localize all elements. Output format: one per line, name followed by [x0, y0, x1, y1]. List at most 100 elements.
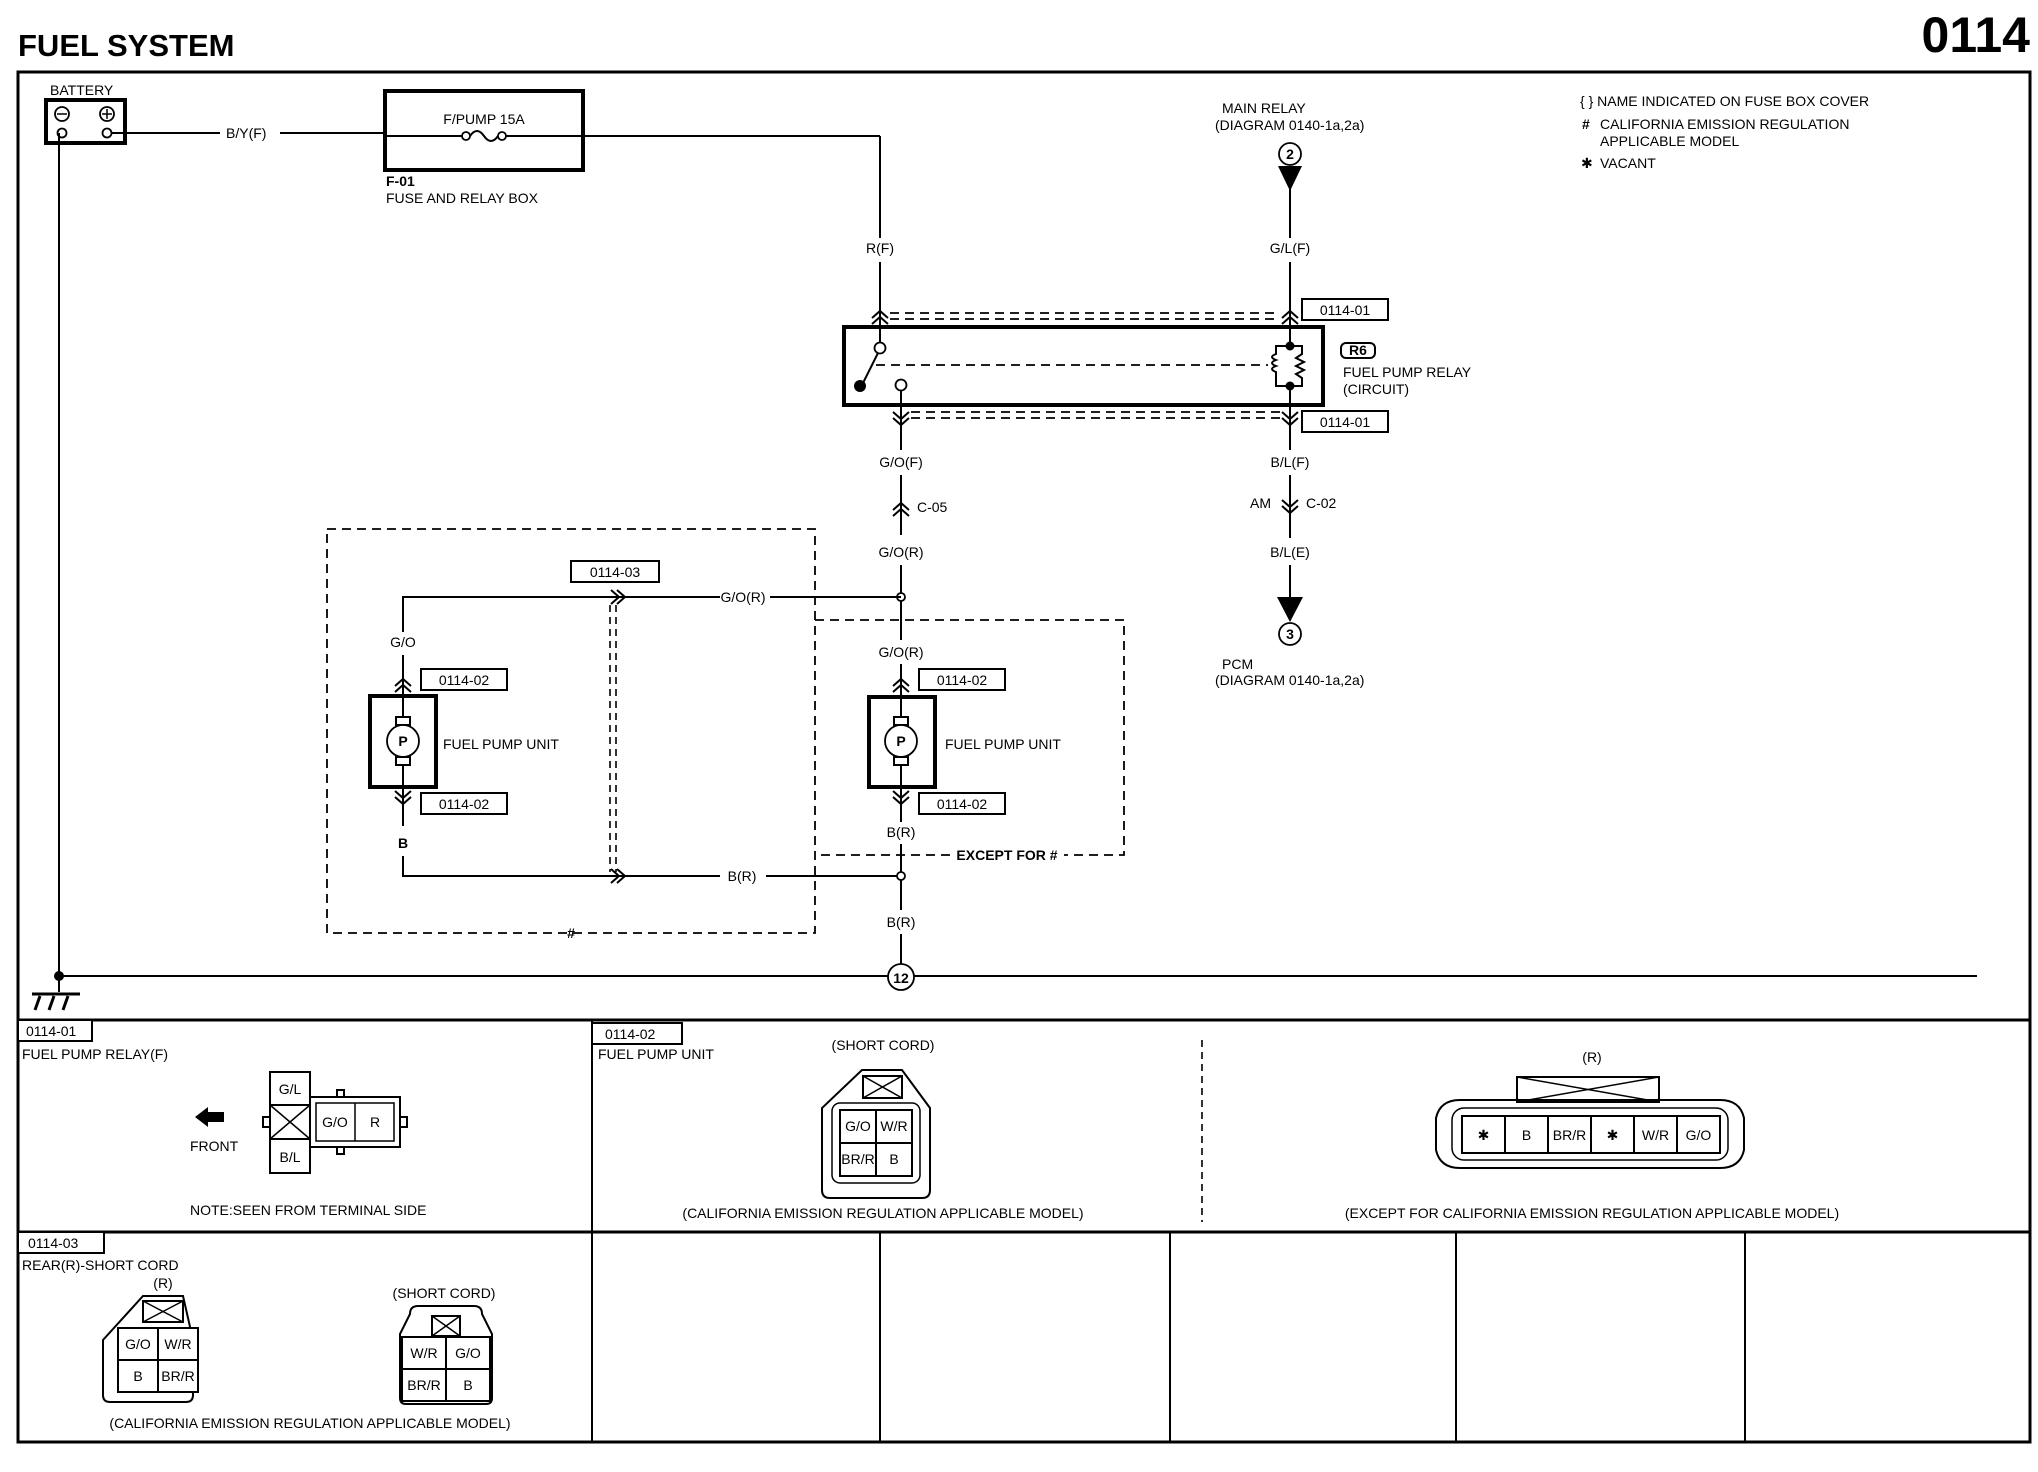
connector-c05-label: C-05 [917, 499, 948, 515]
latch-icon [336, 1089, 345, 1098]
connector-4pin-housing [399, 1305, 493, 1405]
connector-4pin-housing [102, 1295, 194, 1403]
connector-ref-0114-02-right-bottom[interactable] [918, 792, 1006, 815]
relay-contact-fixed [873, 341, 887, 355]
pin-cell [445, 1368, 491, 1402]
pump-name: FUEL PUMP UNIT [945, 736, 1061, 752]
pin-label: G/O [455, 1345, 481, 1361]
latch-icon [262, 1116, 271, 1128]
connector-c02-label: C-02 [1306, 495, 1337, 511]
pin-cell [839, 1109, 877, 1144]
california-group-mark: # [567, 925, 575, 941]
connector-chevron-icon [871, 309, 889, 325]
connector-ref-0114-03[interactable] [570, 560, 660, 583]
pin-cell [445, 1336, 491, 1370]
panel-0114-03: 0114-03 REAR(R)-SHORT CORD (R) G/O W/R B… [17, 1231, 511, 1431]
pin-cell [875, 1142, 913, 1177]
relay-code: R6 [1349, 342, 1367, 358]
wire-label-to-ground: B(R) [887, 914, 916, 930]
relay-frame [842, 325, 1325, 407]
rear-caption: (R) [1582, 1049, 1601, 1065]
connector-chevron-icon [394, 790, 412, 806]
pin-label: G/O [322, 1114, 348, 1130]
relay-code-badge [1340, 342, 1376, 359]
latch-icon [399, 1116, 408, 1128]
except-group-label: EXCEPT FOR # [956, 847, 1057, 863]
latch-icon [336, 1146, 345, 1155]
connector-ref-0114-01-bottom[interactable] [1301, 410, 1389, 433]
relay-name: FUEL PUMP RELAY [1343, 364, 1472, 380]
ground-terminal: 12 [893, 970, 909, 986]
main-relay-terminal-circle [1278, 142, 1302, 166]
arrow-down-icon [1277, 597, 1303, 622]
pin-label: B [889, 1151, 898, 1167]
page-title: FUEL SYSTEM [18, 28, 234, 63]
battery-body [44, 98, 127, 145]
connector-chevron-icon [394, 677, 412, 693]
connector-ref-label: 0114-02 [937, 672, 988, 688]
panel-title: FUEL PUMP RELAY(F) [22, 1046, 168, 1062]
diagram-frame [16, 70, 2032, 1444]
arrow-down-icon [1278, 166, 1302, 191]
fuse-box-name: FUSE AND RELAY BOX [386, 190, 539, 206]
pcm-terminal: 3 [1286, 626, 1294, 642]
pcm-terminal-circle [1278, 622, 1302, 646]
battery-label: BATTERY [50, 82, 114, 98]
pin-cell [269, 1138, 311, 1174]
connector-ref-0114-02-left-top[interactable] [420, 668, 508, 691]
connector-6pin-housing [1435, 1099, 1745, 1169]
splice-junction [896, 871, 906, 881]
pump-name: FUEL PUMP UNIT [443, 736, 559, 752]
fuse-label: F/PUMP 15A [443, 111, 525, 127]
legend-star-symbol: ✱ [1581, 155, 1593, 171]
panel-note: NOTE:SEEN FROM TERMINAL SIDE [190, 1202, 426, 1218]
wire-label-right-g-o-r: G/O(R) [878, 644, 923, 660]
short-cord-caption: (SHORT CORD) [393, 1285, 496, 1301]
wire-label-g-o-f: G/O(F) [879, 454, 923, 470]
main-relay-terminal: 2 [1286, 146, 1294, 162]
wire-label-b-l-e: B/L(E) [1270, 544, 1310, 560]
panel-id-tab [591, 1022, 683, 1045]
relay-contact-no [894, 378, 908, 392]
except-group-box [815, 619, 1125, 856]
panel-id: 0114-02 [605, 1026, 656, 1042]
vacant-x-icon [142, 1300, 184, 1323]
connector-ref-0114-02-right-top[interactable] [918, 668, 1006, 691]
legend-braces: { } NAME INDICATED ON FUSE BOX COVER [1580, 93, 1869, 109]
connector-ref-label: 0114-03 [590, 564, 641, 580]
connector-chevron-icon [892, 790, 910, 806]
pin-label: BR/R [1553, 1127, 1586, 1143]
connector-ref-0114-02-left-bottom[interactable] [420, 792, 508, 815]
relay-pivot [854, 380, 866, 392]
panel-0114-02: 0114-02 FUEL PUMP UNIT (SHORT CORD) G/O … [591, 1022, 1839, 1221]
connector-inner [831, 1102, 921, 1184]
main-relay-name: MAIN RELAY [1222, 100, 1306, 116]
connector-ref-label: 0114-02 [937, 796, 988, 812]
vacant-x-icon [862, 1075, 903, 1099]
connector-ref-0114-01-top[interactable] [1301, 298, 1389, 321]
connector-chevron-icon [892, 677, 910, 693]
wire-label-b-l-f: B/L(F) [1271, 454, 1310, 470]
pin-label: B/L [279, 1149, 300, 1165]
panel-id: 0114-01 [26, 1023, 77, 1039]
pin-label: B [463, 1377, 472, 1393]
motor-symbol: P [896, 733, 905, 749]
vacant-x-icon [431, 1315, 461, 1337]
connector-ref-label: 0114-02 [439, 672, 490, 688]
main-relay-ref-text: (DIAGRAM 0140-1a,2a) [1215, 117, 1364, 133]
legend-hash-line1: CALIFORNIA EMISSION REGULATION [1600, 116, 1849, 132]
pin-label: R [370, 1114, 380, 1130]
pin-cell [875, 1109, 913, 1144]
wire-label-left-b: B [398, 835, 408, 851]
wire-label-b-y: B/Y(F) [226, 125, 266, 141]
front-label: FRONT [190, 1138, 239, 1154]
fuse-terminal-b [497, 131, 507, 141]
pin-label: W/R [410, 1345, 437, 1361]
pin-cell [1633, 1115, 1678, 1154]
connector-c05-icon [892, 501, 910, 517]
pin-label: ✱ [1478, 1127, 1490, 1143]
connector-chevron-icon [1281, 309, 1299, 325]
pin-cell [117, 1327, 159, 1361]
